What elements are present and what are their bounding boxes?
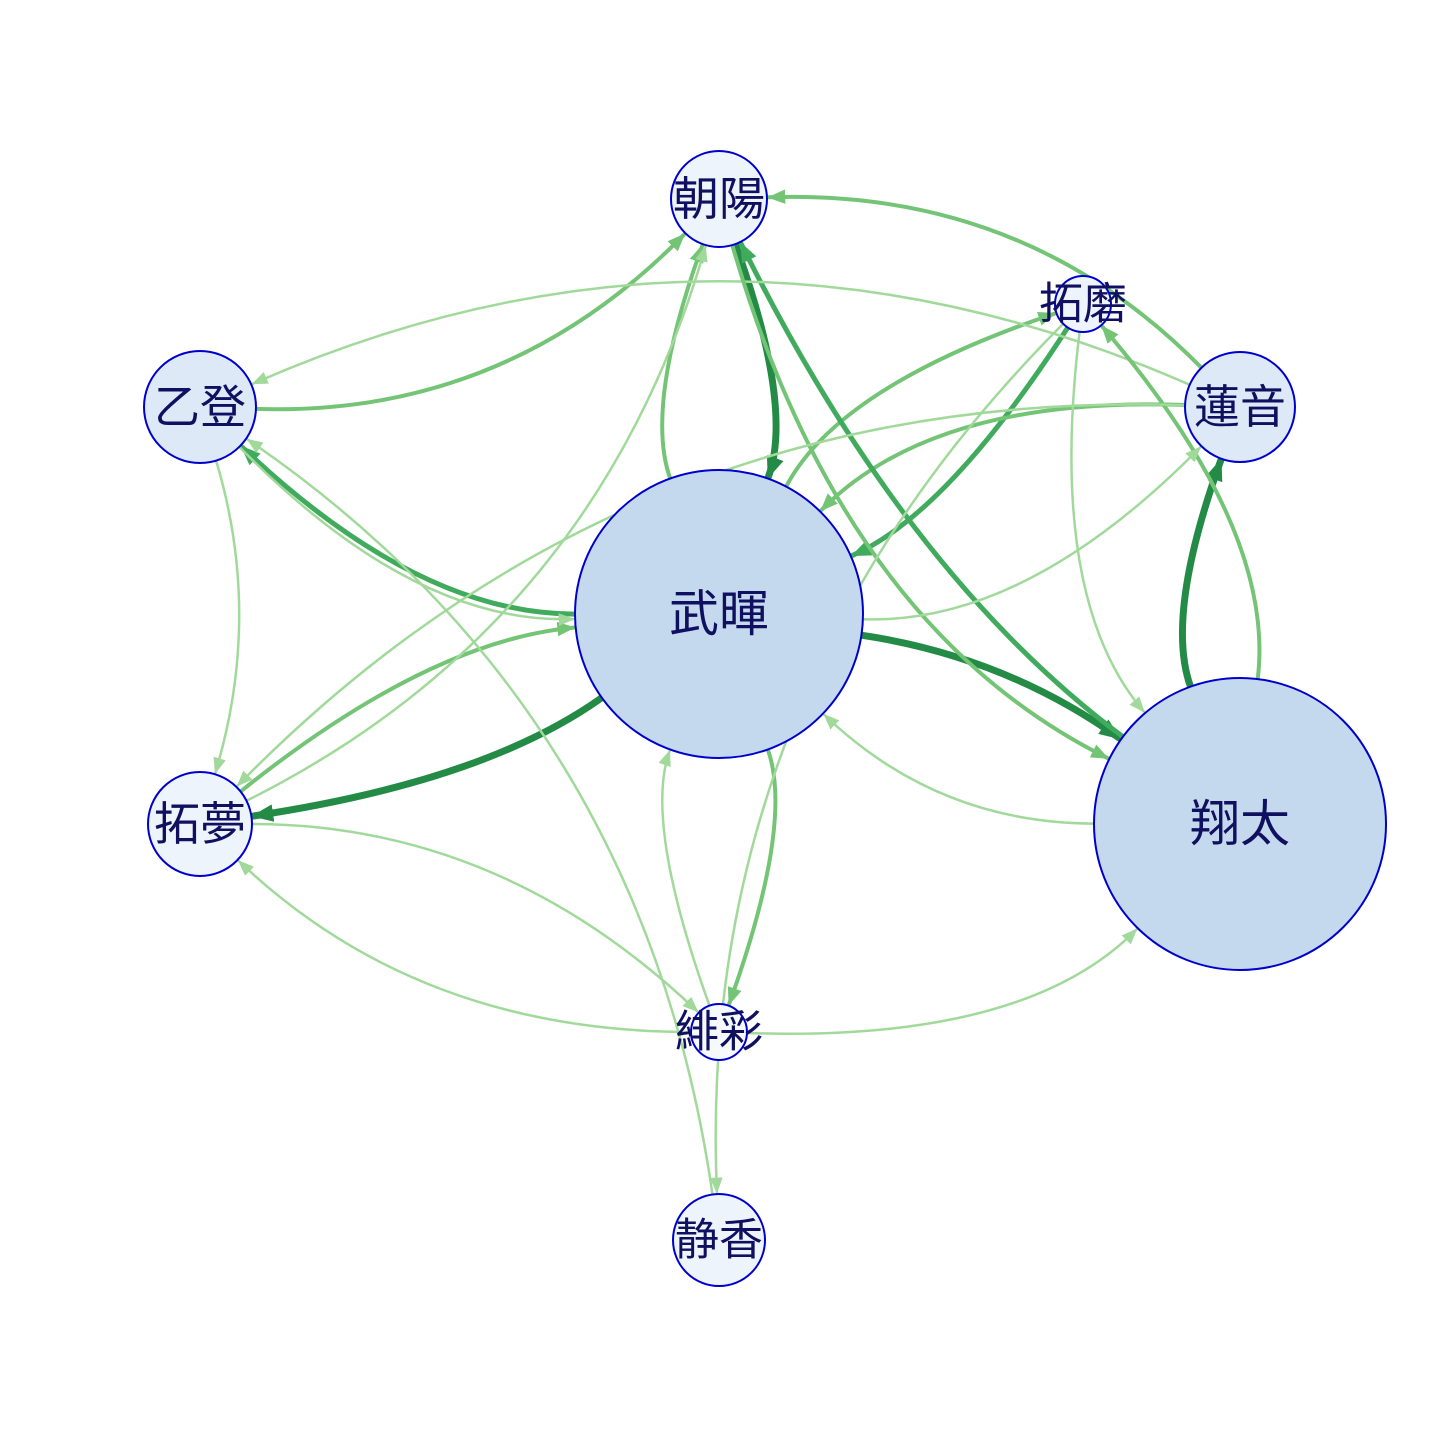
node-wuhui-label: 武暉 [669, 585, 769, 643]
edge-wuhui-to-shota [857, 631, 1123, 742]
node-hisa-label: 緋彩 [675, 1007, 763, 1058]
edge-wuhui-to-renon [861, 446, 1202, 621]
node-wuhui: 武暉 [574, 469, 864, 759]
node-shota-label: 翔太 [1190, 795, 1290, 853]
edge-takumu-to-hisa [250, 822, 699, 1013]
node-takumu-label: 拓夢 [154, 797, 246, 851]
edge-otoha-to-wuhui [238, 445, 575, 626]
node-shota-circle [1093, 677, 1387, 971]
node-asahi-circle [670, 150, 768, 248]
node-renon-label: 蓮音 [1194, 380, 1286, 434]
edge-wuhui-to-hisa [727, 747, 778, 1006]
node-shizuka-circle [672, 1193, 766, 1287]
node-wuhui-circle [574, 469, 864, 759]
edge-takuma-to-wuhui [850, 325, 1071, 558]
edge-shota-to-wuhui [823, 713, 1096, 825]
node-takumu-circle [147, 771, 253, 877]
node-shizuka-label: 静香 [675, 1215, 763, 1266]
node-shota: 翔太 [1093, 677, 1387, 971]
edge-takumu-to-asahi [245, 245, 708, 803]
edge-takumu-to-wuhui [238, 621, 576, 794]
node-hisa: 緋彩 [675, 1003, 763, 1061]
node-otoha-circle [143, 350, 257, 464]
edge-hisa-to-wuhui [658, 749, 711, 1007]
edge-renon-to-asahi [767, 189, 1204, 370]
edge-takuma-to-shizuka [709, 322, 1065, 1194]
edge-otoha-to-asahi [254, 232, 686, 412]
edge-wuhui-to-otoha [239, 444, 578, 617]
edge-asahi-to-shota [730, 243, 1110, 761]
node-otoha-label: 乙登 [154, 380, 246, 434]
node-takuma-circle [1054, 275, 1112, 333]
node-renon: 蓮音 [1184, 351, 1296, 463]
node-shizuka: 静香 [672, 1193, 766, 1287]
edge-shizuka-to-otoha [246, 438, 714, 1196]
node-takumu: 拓夢 [147, 771, 253, 877]
edge-takuma-to-shota [1070, 330, 1146, 713]
edges-layer [213, 189, 1262, 1196]
node-takuma: 拓磨 [1039, 275, 1127, 333]
edge-wuhui-to-takumu [249, 694, 606, 822]
node-hisa-circle [690, 1003, 748, 1061]
edge-hisa-to-shota [745, 928, 1138, 1035]
edge-hisa-to-takumu [237, 860, 693, 1034]
edge-asahi-to-wuhui [731, 240, 784, 481]
node-asahi-label: 朝陽 [673, 172, 765, 226]
node-takuma-label: 拓磨 [1039, 279, 1127, 330]
edge-wuhui-to-asahi [660, 244, 705, 481]
edge-shota-to-renon [1178, 457, 1225, 691]
node-asahi: 朝陽 [670, 150, 768, 248]
node-otoha: 乙登 [143, 350, 257, 464]
edge-wuhui-to-takuma [784, 311, 1057, 489]
edge-shota-to-takuma [1100, 324, 1262, 682]
edge-shota-to-asahi [738, 241, 1126, 740]
node-renon-circle [1184, 351, 1296, 463]
edge-otoha-to-takumu [213, 459, 241, 774]
